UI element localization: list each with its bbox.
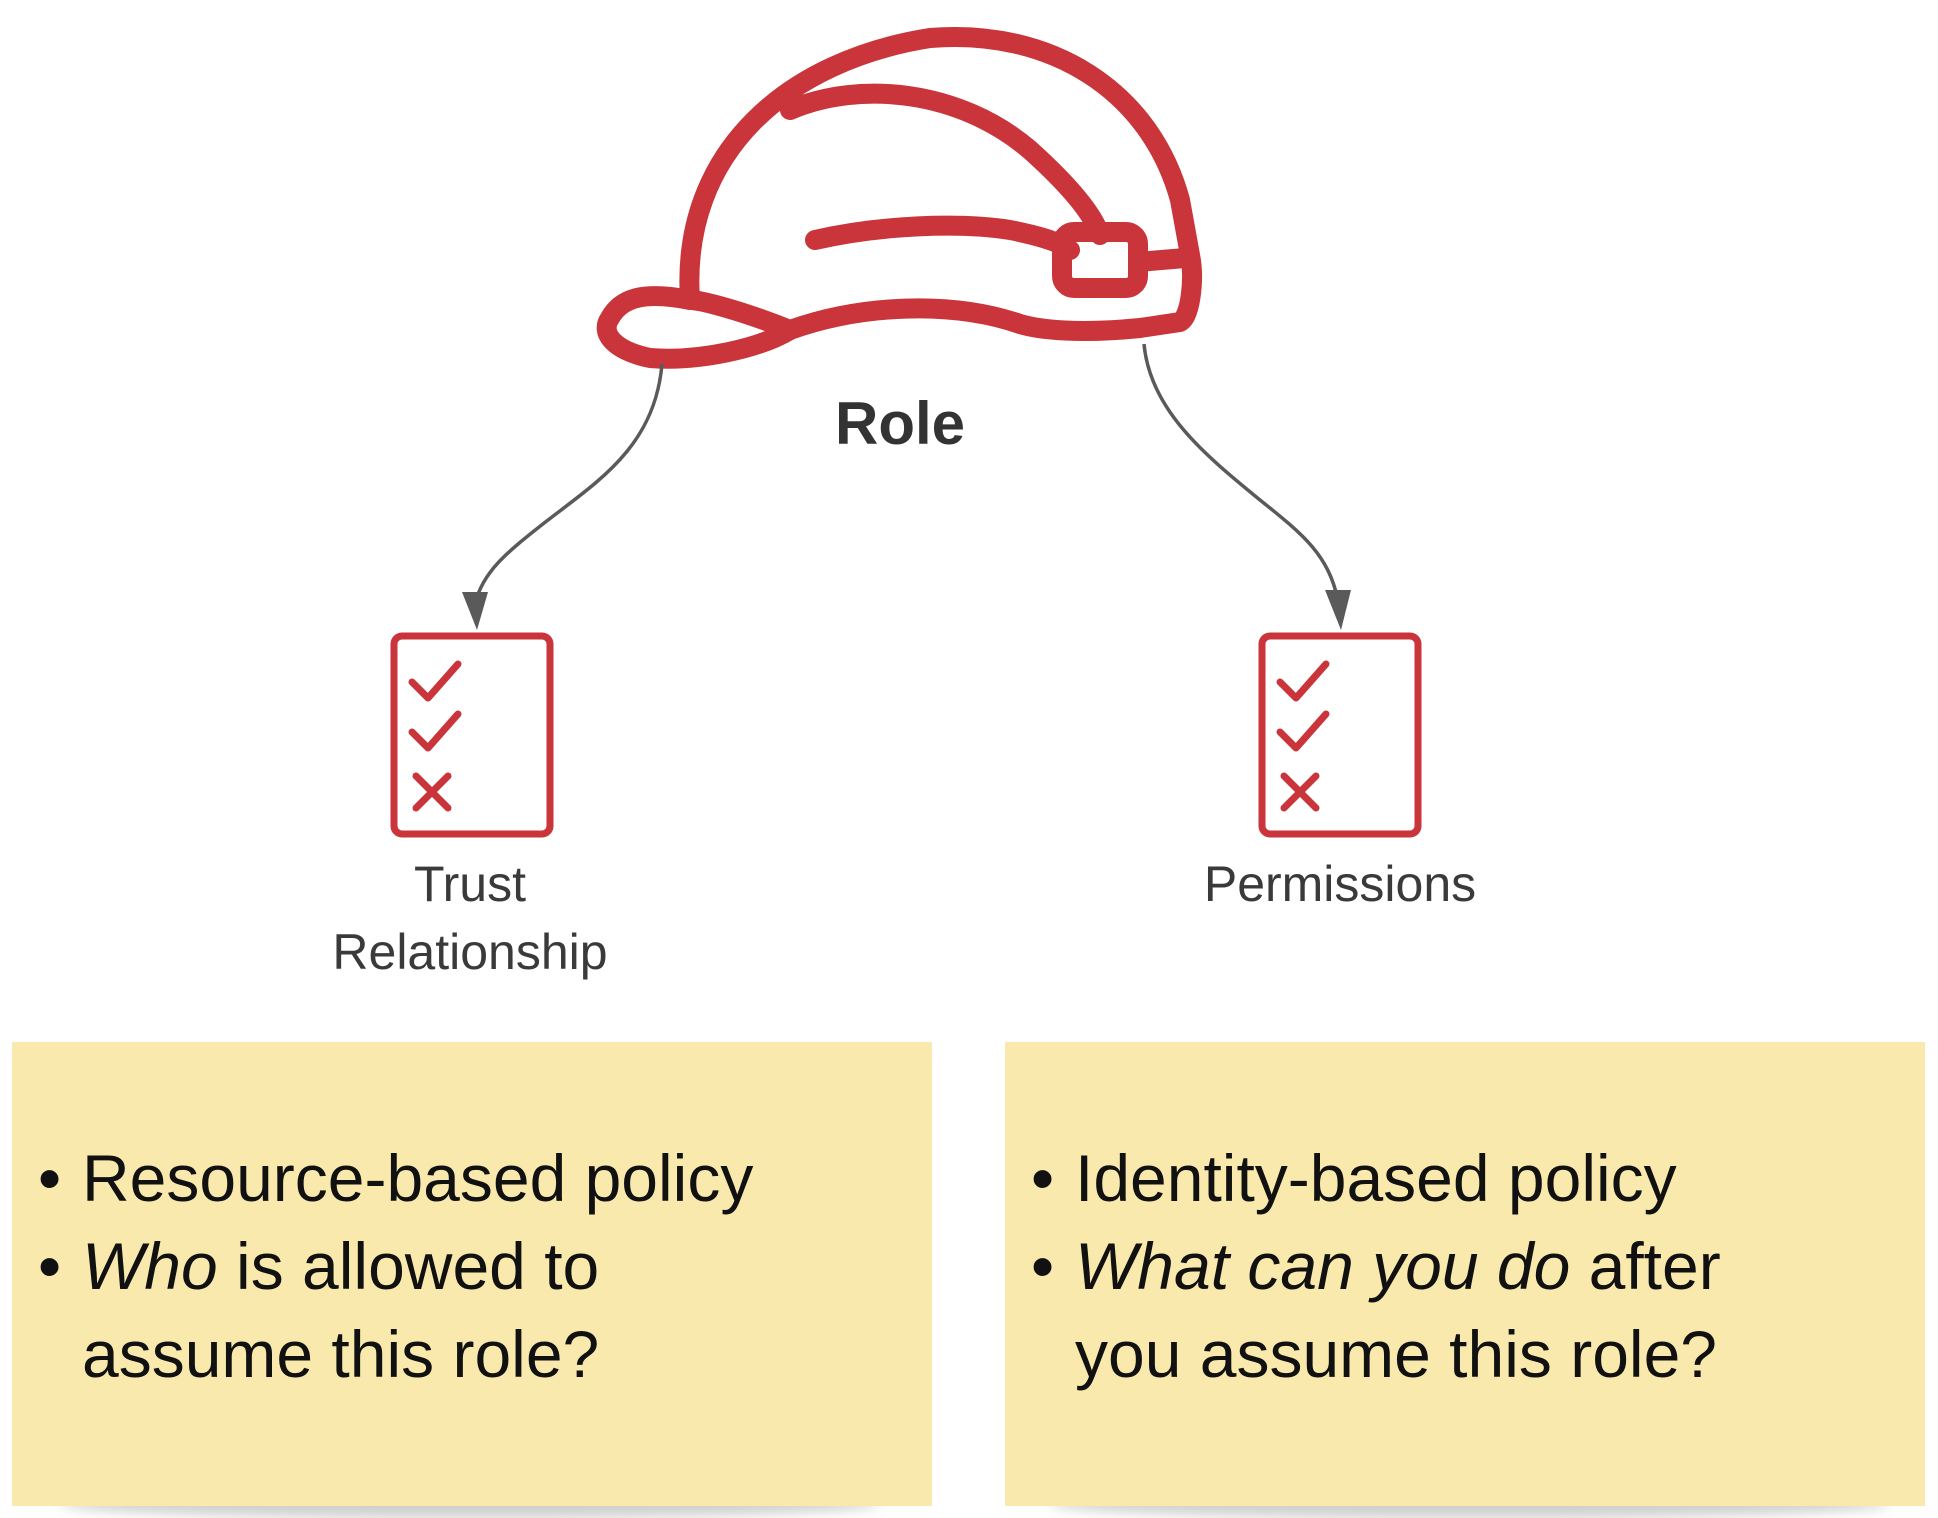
arrowhead-permissions [1325,590,1351,630]
role-title: Role [834,390,966,457]
list-item: • What can you do after you assume this ro… [1017,1222,1925,1398]
checklist-icon [1258,632,1422,838]
list-item-text-line2: you assume this role? [1075,1317,1717,1391]
trust-policy-note: • Resource-based policy • Who is allowed t… [12,1042,932,1506]
bullet: • [1031,1229,1055,1303]
list-item-text: after [1570,1229,1721,1303]
bullet: • [38,1229,62,1303]
list-item-text: Resource-based policy [82,1141,754,1215]
permissions-policy-note: • Identity-based policy • What can you do … [1005,1042,1925,1506]
permissions-label: Permissions [1203,856,1477,912]
list-item-text: is allowed to [217,1229,600,1303]
trust-relationship-label: Trust Relationship [270,850,670,986]
hard-hat-icon [596,27,1202,369]
list-item-text-line2: assume this role? [82,1317,600,1391]
trust-label-line2: Relationship [332,924,608,980]
arrow-to-permissions [1142,343,1340,601]
bullet: • [38,1141,62,1215]
checklist-icon [390,632,554,838]
list-item: • Identity-based policy [1017,1134,1925,1222]
list-item-emphasis: What can you do [1075,1229,1571,1303]
permissions-note-list: • Identity-based policy • What can you do … [1005,1134,1925,1398]
list-item-text: Identity-based policy [1075,1141,1677,1215]
arrowhead-trust [462,592,488,630]
trust-label-line1: Trust [413,856,527,912]
trust-note-list: • Resource-based policy • Who is allowed t… [12,1134,932,1398]
list-item-emphasis: Who [82,1229,218,1303]
bullet: • [1031,1141,1055,1215]
arrow-to-trust [473,363,664,605]
list-item: • Resource-based policy [24,1134,932,1222]
list-item: • Who is allowed to assume this role? [24,1222,932,1398]
